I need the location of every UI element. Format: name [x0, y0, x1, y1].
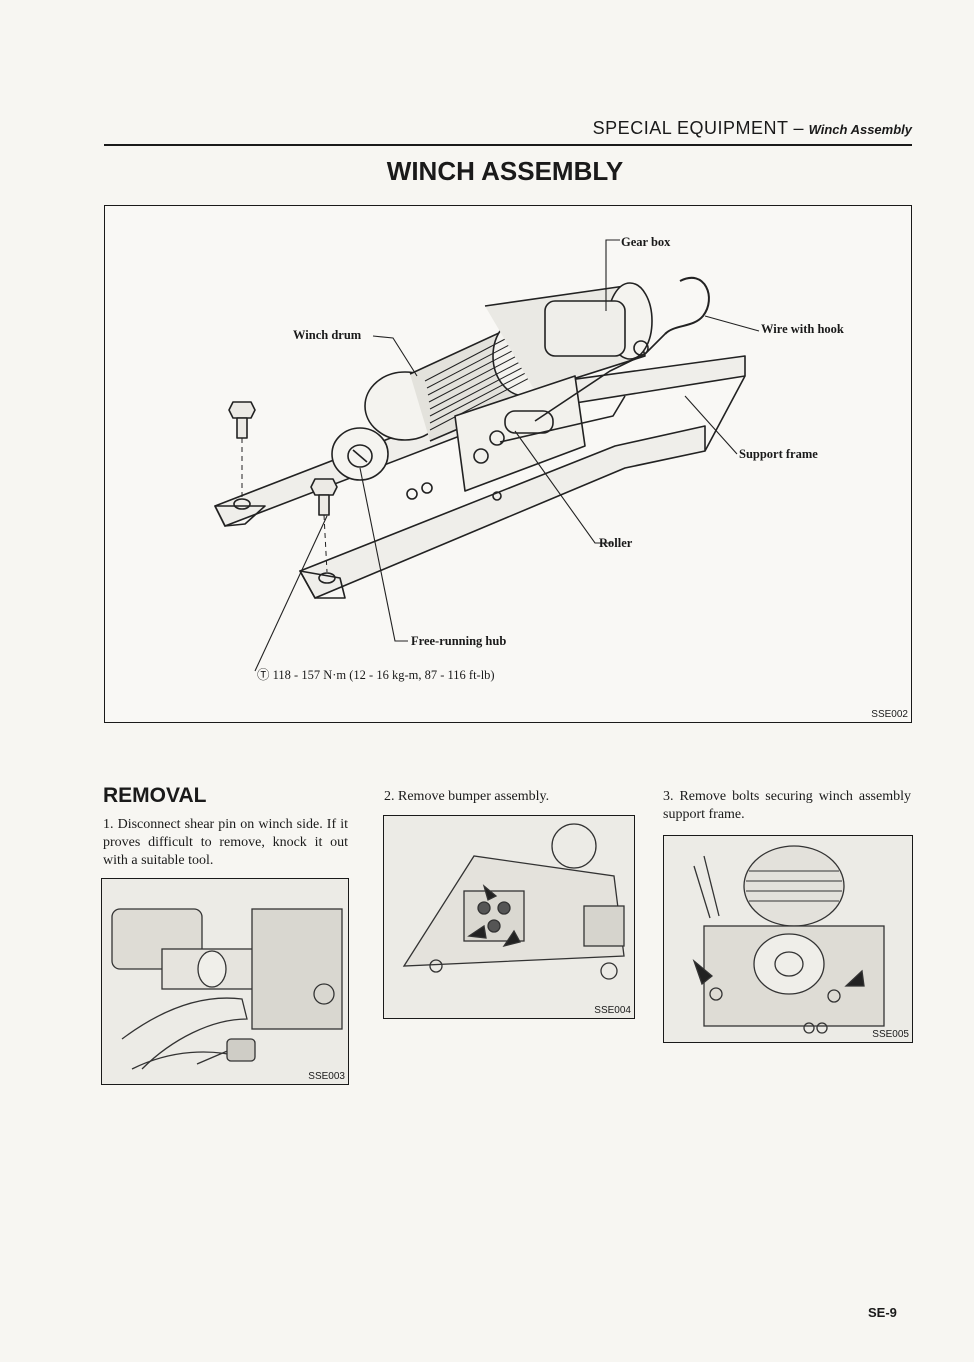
torque-spec: 118 - 157 N·m (12 - 16 kg-m, 87 - 116 ft…: [272, 668, 495, 682]
callout-roller: Roller: [599, 536, 633, 550]
photo-support-frame-bolts: SSE005: [663, 835, 913, 1043]
page-number: SE-9: [868, 1305, 897, 1320]
photo-shear-pin: SSE003: [101, 878, 349, 1085]
callout-free-running-hub: Free-running hub: [411, 634, 507, 648]
shear-pin-illustration: [111, 908, 343, 1070]
winch-assembly-illustration: [214, 239, 760, 672]
callout-gear-box: Gear box: [621, 235, 671, 249]
figure-code-sse005: SSE005: [872, 1029, 909, 1040]
header-subsection: Winch Assembly: [808, 122, 912, 137]
running-header: SPECIAL EQUIPMENT – Winch Assembly: [104, 118, 912, 146]
winch-assembly-figure: Gear box Wire with hook Winch drum Suppo…: [104, 205, 912, 723]
torque-spec-line: Ⓣ 118 - 157 N·m (12 - 16 kg-m, 87 - 116 …: [257, 664, 495, 683]
torque-icon: Ⓣ: [257, 668, 270, 682]
step-2-text: 2. Remove bumper assembly.: [384, 789, 550, 804]
bumper-illustration: [402, 823, 625, 980]
callout-support-frame: Support frame: [739, 447, 818, 461]
figure-code-main: SSE002: [871, 709, 908, 720]
callout-winch-drum: Winch drum: [293, 328, 362, 342]
header-separator: –: [788, 118, 809, 138]
page-title: WINCH ASSEMBLY: [386, 156, 624, 186]
removal-heading: REMOVAL: [103, 784, 207, 807]
step-3-text: 3. Remove bolts securing winch assembly …: [663, 789, 911, 822]
callout-wire-with-hook: Wire with hook: [761, 322, 844, 336]
header-section: SPECIAL EQUIPMENT: [592, 118, 789, 138]
figure-code-sse003: SSE003: [308, 1071, 345, 1082]
photo-bumper: SSE004: [383, 815, 635, 1019]
step-1-text: 1. Disconnect shear pin on winch side. I…: [103, 817, 348, 868]
support-frame-illustration: [692, 845, 885, 1034]
figure-code-sse004: SSE004: [594, 1005, 631, 1016]
